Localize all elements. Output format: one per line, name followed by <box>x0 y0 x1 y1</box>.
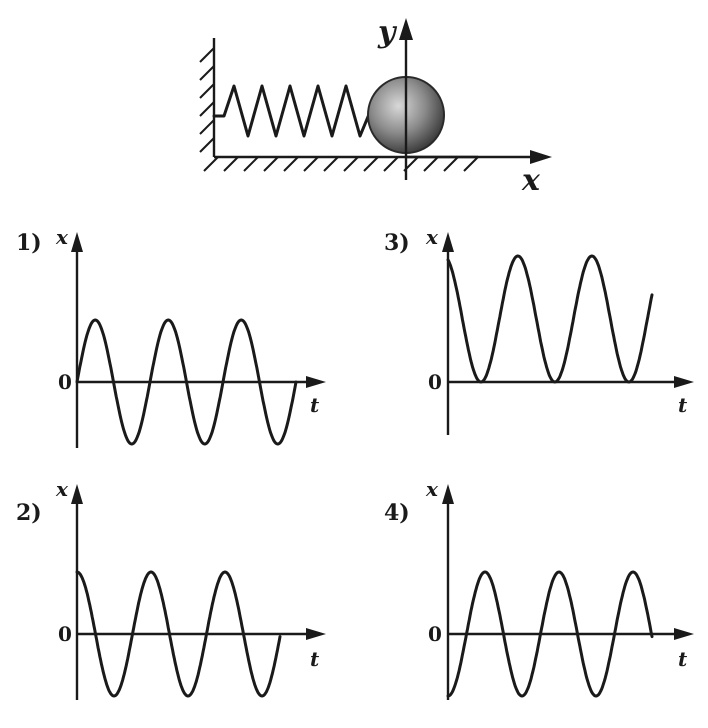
graph1-origin: 0 <box>58 370 72 394</box>
option-number-3: 3) <box>384 230 410 256</box>
option-number-4: 4) <box>384 500 410 526</box>
graph4-origin: 0 <box>428 622 442 646</box>
graph3-curve <box>446 254 654 384</box>
graph3-origin: 0 <box>428 370 442 394</box>
setup-x-arrow-icon <box>530 150 552 164</box>
graph4-x-label: x <box>425 477 439 501</box>
graph2-t-arrow-icon <box>306 628 326 640</box>
graph3-t-label: t <box>678 393 688 417</box>
graph1-x-arrow-icon <box>71 232 83 252</box>
graph1-t-label: t <box>310 393 320 417</box>
graph2-t-label: t <box>310 647 320 671</box>
graph4-x-arrow-icon <box>442 484 454 504</box>
graph3-t-arrow-icon <box>674 376 694 388</box>
graph4-t-arrow-icon <box>674 628 694 640</box>
graph4-curve <box>446 570 654 698</box>
option-number-1: 1) <box>16 230 42 256</box>
wall-hatching <box>199 47 215 153</box>
graph-option-1: 1) x t 0 <box>16 225 326 448</box>
spring <box>212 84 372 138</box>
graph3-x-label: x <box>425 225 439 249</box>
setup-x-label: x <box>521 163 541 198</box>
setup-y-arrow-icon <box>399 18 413 40</box>
graph3-x-arrow-icon <box>442 232 454 252</box>
graph-option-3: 3) x t 0 <box>384 225 694 435</box>
graph2-curve <box>75 570 282 698</box>
graph1-x-label: x <box>55 225 69 249</box>
graph2-origin: 0 <box>58 622 72 646</box>
graph-option-2: 2) x t 0 <box>16 477 326 700</box>
setup-y-label: y <box>377 15 398 50</box>
graph2-x-label: x <box>55 477 69 501</box>
floor-hatching <box>203 156 479 172</box>
spring-setup: y x <box>199 15 552 198</box>
graph1-curve <box>75 318 298 446</box>
graph-option-4: 4) x t 0 <box>384 477 694 700</box>
graph2-x-arrow-icon <box>71 484 83 504</box>
graph4-t-label: t <box>678 647 688 671</box>
graph1-t-arrow-icon <box>306 376 326 388</box>
option-number-2: 2) <box>16 500 42 526</box>
